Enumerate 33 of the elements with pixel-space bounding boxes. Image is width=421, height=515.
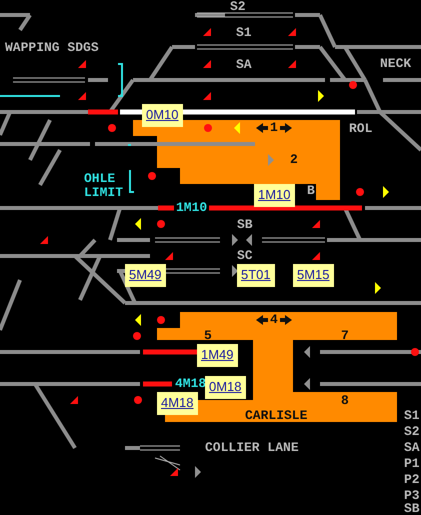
area-label: SA [236,58,252,72]
key-label: SB [404,502,420,515]
train-description: 5M15 [293,264,334,287]
platform-number: 4 [270,313,278,327]
area-label: ROL [349,122,372,136]
area-label: NECK [380,57,412,71]
station-label: CARLISLE [245,409,308,423]
train-description: 1M49 [197,344,238,367]
key-label: S1 [404,409,420,423]
train-description: 5M49 [125,264,166,287]
platform-number: 5 [204,329,212,343]
signal-label: B [307,184,315,198]
area-label: SC [237,249,253,263]
train-description: 1M10 [254,184,295,207]
train-description: 0M18 [205,376,246,399]
platform-number: 7 [341,329,349,343]
area-label: S2 [230,1,246,13]
train-description: 4M18 [157,392,198,415]
area-label: SB [237,218,253,232]
key-label: P1 [404,457,420,471]
key-label: SA [404,441,420,455]
area-label: S1 [236,26,252,40]
key-label: S2 [404,425,420,439]
limit-label: OHLE LIMIT [84,172,124,200]
platform-number: 8 [341,394,349,408]
train-description: 5T01 [237,264,275,287]
area-label: WAPPING SDGS [5,41,99,55]
area-label: COLLIER LANE [205,441,299,455]
platform-number: 2 [290,153,298,167]
train-description: 0M10 [142,104,183,127]
key-label: P3 [404,489,420,503]
platform-number: 1 [270,121,278,135]
key-label: P2 [404,473,420,487]
